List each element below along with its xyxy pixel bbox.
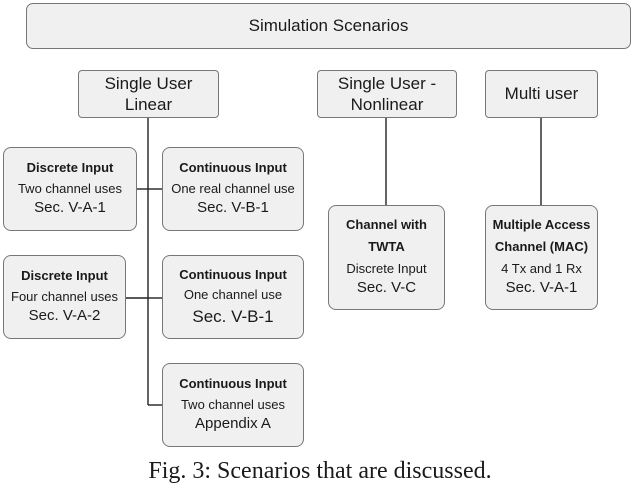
box-c3-section: Appendix A (195, 414, 271, 432)
multiple-access-channel-box: Multiple Access Channel (MAC) 4 Tx and 1… (485, 205, 598, 310)
group-single-user-linear: Single User Linear (78, 70, 219, 118)
box-twta-section: Sec. V-C (356, 279, 417, 296)
diagram-title: Simulation Scenarios (248, 16, 409, 36)
box-c1-title: Continuous Input (179, 160, 287, 176)
group-nonlinear-line1: Single User - (337, 73, 437, 93)
continuous-input-box-2: Continuous Input One channel use Sec. V-… (162, 255, 304, 339)
box-d2-desc: Four channel uses (11, 288, 118, 304)
box-c1-desc: One real channel use (171, 180, 295, 196)
figure-caption: Fig. 3: Scenarios that are discussed. (148, 458, 492, 484)
title-box: Simulation Scenarios (26, 3, 631, 49)
group-linear-line1: Single User (104, 73, 193, 93)
box-twta-title2: TWTA (368, 238, 405, 254)
discrete-input-box-1: Discrete Input Two channel uses Sec. V-A… (3, 147, 137, 231)
box-d1-title: Discrete Input (26, 160, 114, 176)
box-d2-title: Discrete Input (21, 268, 108, 284)
box-mac-title2: Channel (MAC) (494, 238, 589, 254)
group-multi-label: Multi user (504, 84, 579, 104)
group-single-user-nonlinear: Single User - Nonlinear (317, 70, 457, 118)
box-d1-section: Sec. V-A-1 (34, 198, 106, 216)
box-c1-section: Sec. V-B-1 (197, 198, 269, 216)
box-mac-section: Sec. V-A-1 (505, 279, 578, 296)
box-d2-section: Sec. V-A-2 (28, 306, 101, 324)
continuous-input-box-3: Continuous Input Two channel uses Append… (162, 363, 304, 447)
box-twta-desc: Discrete Input (346, 260, 427, 276)
box-c2-title: Continuous Input (179, 267, 287, 283)
box-c2-section: Sec. V-B-1 (192, 306, 274, 326)
nonlinear-channel-box: Channel with TWTA Discrete Input Sec. V-… (328, 205, 445, 310)
discrete-input-box-2: Discrete Input Four channel uses Sec. V-… (3, 255, 126, 339)
group-multi-user: Multi user (485, 70, 598, 118)
box-c3-title: Continuous Input (179, 376, 287, 392)
box-mac-desc: 4 Tx and 1 Rx (501, 260, 582, 276)
group-linear-line2: Linear (124, 95, 173, 114)
box-twta-title1: Channel with (346, 217, 427, 233)
box-c2-desc: One channel use (183, 287, 283, 303)
box-mac-title1: Multiple Access (492, 217, 591, 233)
box-c3-desc: Two channel uses (180, 396, 286, 412)
group-nonlinear-line2: Nonlinear (350, 95, 424, 114)
continuous-input-box-1: Continuous Input One real channel use Se… (162, 147, 304, 231)
box-d1-desc: Two channel uses (17, 180, 123, 196)
